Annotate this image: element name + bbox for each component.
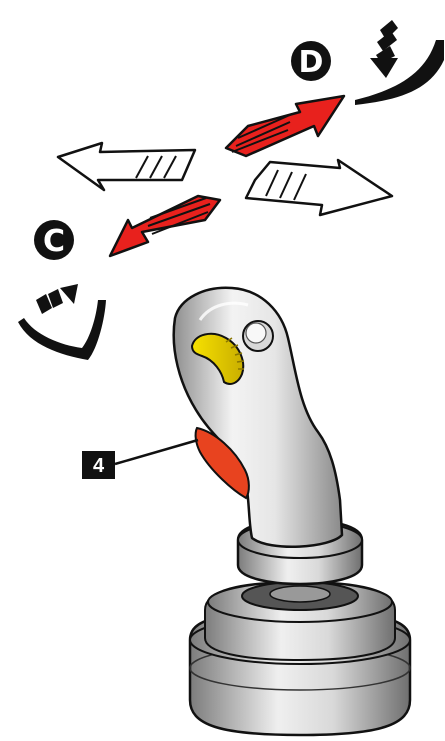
callout-4: 4 (82, 440, 198, 479)
inactive-arrow-left (58, 143, 195, 190)
round-button (243, 321, 273, 351)
curved-arrow-down-icon (355, 20, 444, 105)
direction-c-label: C (43, 224, 65, 259)
direction-d-label: D (299, 45, 324, 80)
curved-arrow-right-icon (18, 284, 106, 360)
callout-4-label: 4 (93, 455, 105, 477)
joystick-base (190, 582, 410, 735)
direction-d-badge: D (291, 41, 331, 81)
active-arrow-c (110, 196, 220, 256)
inactive-arrow-right (246, 160, 392, 215)
direction-c-badge: C (34, 220, 74, 260)
active-arrow-d (226, 96, 344, 156)
